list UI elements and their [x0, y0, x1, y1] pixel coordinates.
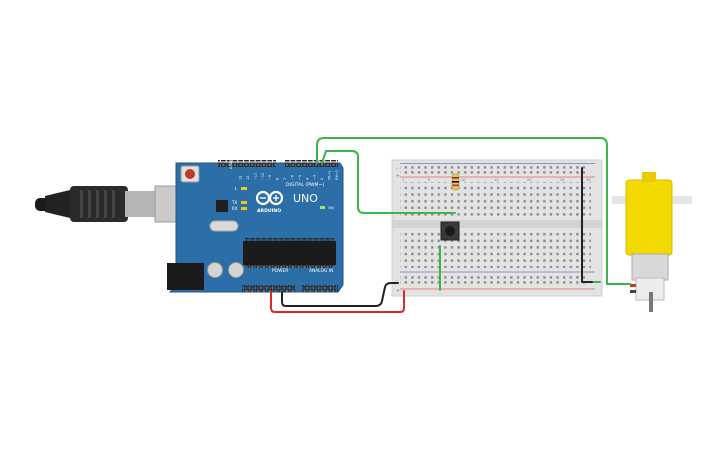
digital-pin-label: ~6 [290, 175, 294, 180]
digital-pin-label: 7 [283, 178, 287, 180]
digital-pin-label: RX←0 [335, 170, 339, 180]
digital-header-right[interactable] [285, 160, 338, 167]
led-rx-label: RX [232, 206, 238, 211]
analog-header-label: ANALOG IN [309, 268, 333, 274]
motor-gearbox [625, 179, 673, 256]
status-leds: L TX RX [231, 186, 247, 211]
usb-strain-relief [45, 190, 70, 218]
rail-plus-label-top: + [396, 173, 400, 179]
digital-pin-label: ~11 [253, 173, 257, 180]
dc-power-jack[interactable] [167, 263, 204, 290]
column-numbers: 1 5 10 15 20 25 30 [402, 178, 591, 182]
brand-label: ARDUINO [257, 208, 281, 214]
resistor[interactable] [451, 173, 460, 191]
motor-terminal-black [630, 290, 636, 293]
center-channel [392, 220, 602, 228]
digital-pin-label: 2 [320, 178, 324, 180]
led-rx [241, 207, 247, 210]
digital-pin-label: 4 [305, 178, 309, 180]
breadboard[interactable]: - + 1 5 10 15 20 25 30 - + [391, 159, 603, 297]
wire-black-rail-jumper[interactable] [581, 167, 593, 283]
crystal-oscillator [209, 220, 239, 232]
led-l-label: L [235, 186, 238, 191]
svg-text:30: 30 [586, 178, 591, 182]
usb-plug-metal [125, 191, 155, 217]
bottom-power-rails[interactable]: - + [396, 271, 595, 294]
led-tx-label: TX [231, 200, 237, 205]
digital-pin-label: TX→1 [328, 171, 332, 181]
arduino-logo [255, 190, 284, 206]
digital-pin-label: 8 [276, 178, 280, 180]
wires[interactable] [270, 137, 631, 313]
motor-terminal-red [630, 284, 636, 287]
atmega-pins [245, 238, 334, 268]
usb-chip [216, 200, 228, 212]
power-header[interactable] [242, 285, 295, 292]
wire-black-gnd[interactable] [281, 282, 399, 307]
dc-motor[interactable] [612, 172, 692, 312]
digital-pin-label: ~9 [268, 175, 272, 180]
usb-cable[interactable] [35, 185, 196, 223]
svg-text:20: 20 [527, 178, 532, 182]
analog-header[interactable] [302, 285, 338, 292]
wire-green-pin-to-row[interactable] [321, 150, 456, 214]
svg-text:5: 5 [428, 178, 430, 182]
model-label: UNO [293, 192, 318, 205]
motor-gearbox-top [642, 172, 656, 182]
power-header-label: POWER [272, 268, 288, 274]
digital-pin-label: 12 [246, 176, 250, 180]
wire-red-5v[interactable] [270, 290, 405, 313]
usb-plug-grip [80, 190, 115, 218]
on-led [320, 206, 325, 209]
pushbutton[interactable] [440, 221, 460, 241]
led-l [241, 187, 247, 190]
digital-header-label: DIGITAL (PWM~) [286, 182, 324, 188]
motor-body [631, 253, 669, 281]
reset-button-cap [185, 169, 195, 179]
svg-text:15: 15 [494, 178, 499, 182]
digital-header-left[interactable] [218, 160, 276, 167]
digital-pin-label: 13 [239, 176, 243, 180]
digital-pin-label: ~3 [313, 175, 317, 180]
svg-text:10: 10 [461, 178, 466, 182]
wire-green-pin-to-motor[interactable] [316, 137, 631, 285]
aref-label: AREF [229, 160, 233, 169]
rail-minus-label-top: - [396, 167, 398, 172]
svg-text:25: 25 [560, 178, 565, 182]
pushbutton-cap [445, 226, 455, 236]
capacitor-2 [228, 262, 244, 278]
atmega-chip [243, 241, 336, 265]
on-label: ON [328, 205, 334, 210]
top-power-rails[interactable]: - + [396, 163, 595, 180]
rail-plus-label-bottom: + [396, 288, 400, 294]
rail-minus-label-bottom: - [396, 279, 398, 284]
svg-text:1: 1 [402, 178, 404, 182]
capacitor-1 [207, 262, 223, 278]
digital-pin-label: ~5 [298, 175, 302, 180]
terminal-strip-lower[interactable] [400, 230, 591, 268]
led-tx [241, 201, 247, 204]
motor-shaft [649, 292, 653, 312]
digital-pin-label: ~10 [261, 173, 265, 180]
